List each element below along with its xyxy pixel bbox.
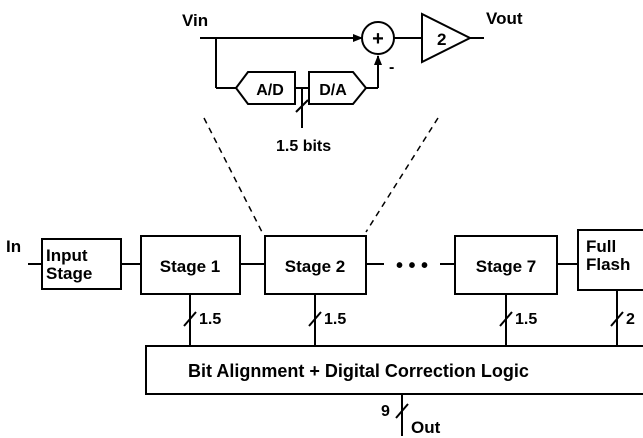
stage7-block	[454, 235, 558, 295]
dac-block	[308, 71, 368, 105]
sum-minus-sign: -	[389, 59, 394, 76]
stage7-bus-tick	[499, 311, 513, 327]
full-flash-label-line1: Full	[586, 237, 616, 256]
out-bits-label: 9	[381, 403, 390, 420]
input-stage-label-line1: Input	[46, 246, 88, 265]
full-flash-label-line2: Flash	[586, 255, 630, 274]
sum-plus-sign: +	[372, 28, 384, 50]
zoom-line-right	[365, 117, 439, 233]
gain-label: 2	[437, 30, 446, 49]
gain-amplifier	[421, 12, 473, 64]
flash-bus-label: 2	[626, 311, 635, 328]
flash-bus-tick	[610, 311, 624, 327]
stage1-bus-tick	[183, 311, 197, 327]
stage2-bus-tick	[308, 311, 322, 327]
adc-label: A/D	[256, 82, 284, 99]
stage1-bus-label: 1.5	[199, 311, 221, 328]
stage7-bus-label: 1.5	[515, 311, 537, 328]
stage1-label: Stage 1	[160, 257, 220, 276]
zoom-line-left	[203, 117, 263, 233]
dac-label: D/A	[319, 82, 347, 99]
correction-logic-label: Bit Alignment + Digital Correction Logic	[188, 361, 529, 381]
ellipsis: • • •	[396, 255, 428, 277]
out-label: Out	[411, 418, 441, 437]
in-label: In	[6, 237, 21, 256]
bits-label: 1.5 bits	[276, 138, 331, 155]
stage2-label: Stage 2	[285, 257, 345, 276]
bits-bus-tick	[295, 99, 309, 113]
stage2-bus-label: 1.5	[324, 311, 346, 328]
out-bus-tick	[395, 403, 409, 419]
input-stage-label-line2: Stage	[46, 264, 92, 283]
full-flash-block	[577, 229, 643, 291]
stage2-block	[264, 235, 367, 295]
stage7-label: Stage 7	[476, 257, 536, 276]
vout-label: Vout	[486, 9, 523, 28]
vin-label: Vin	[182, 11, 208, 30]
